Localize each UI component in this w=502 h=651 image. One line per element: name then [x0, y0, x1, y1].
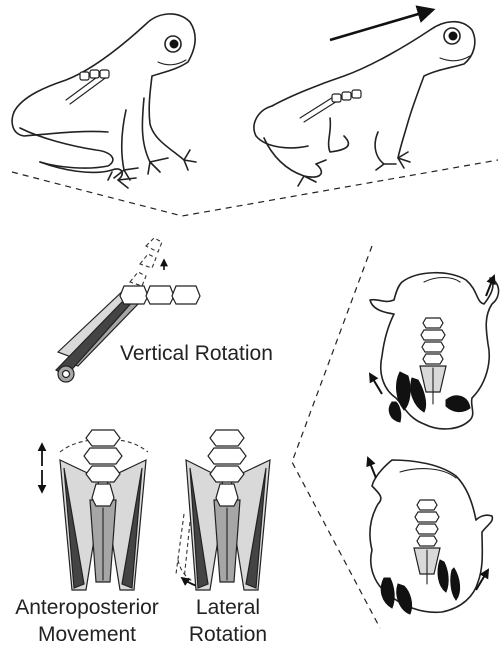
label-lateral-rotation: Lateral Rotation — [180, 594, 276, 648]
anteroposterior-skeleton — [42, 430, 148, 590]
label-anteroposterior-line1: Anteroposterior — [12, 594, 162, 621]
separator-right — [292, 246, 380, 628]
label-vertical-rotation: Vertical Rotation — [120, 340, 273, 367]
leg-movement-arrow — [368, 458, 376, 478]
frog-dorsal-upper — [370, 273, 499, 429]
frog-extended — [254, 10, 475, 186]
label-lateral-line1: Lateral — [180, 594, 276, 621]
frog-resting — [12, 14, 196, 188]
frog-dorsal-lower — [368, 458, 492, 614]
label-anteroposterior: Anteroposterior Movement — [12, 594, 162, 648]
direction-arrow — [330, 10, 432, 40]
lateral-rotation-skeleton — [176, 430, 270, 590]
label-lateral-line2: Rotation — [180, 621, 276, 648]
leg-movement-arrow — [476, 570, 488, 590]
leg-movement-arrow — [370, 374, 382, 394]
label-anteroposterior-line2: Movement — [12, 621, 162, 648]
